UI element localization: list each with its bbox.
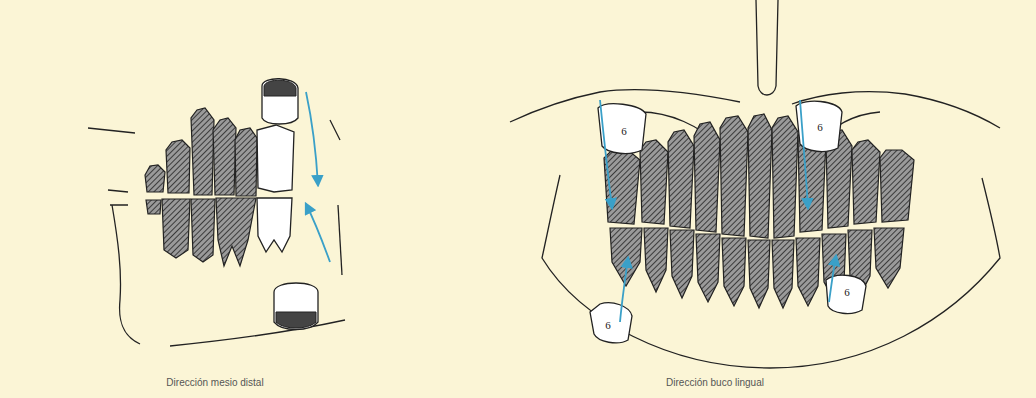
caption: Dirección mesio distal bbox=[166, 378, 263, 388]
frontal-skull bbox=[510, 0, 1000, 368]
tooth-number: 6 bbox=[816, 122, 824, 133]
tooth-number: 6 bbox=[620, 126, 628, 137]
caption: Dirección buco lingual bbox=[666, 378, 764, 388]
tooth-number: 6 bbox=[604, 320, 612, 331]
tooth-number: 6 bbox=[843, 287, 851, 298]
lateral-jaw bbox=[88, 79, 345, 346]
